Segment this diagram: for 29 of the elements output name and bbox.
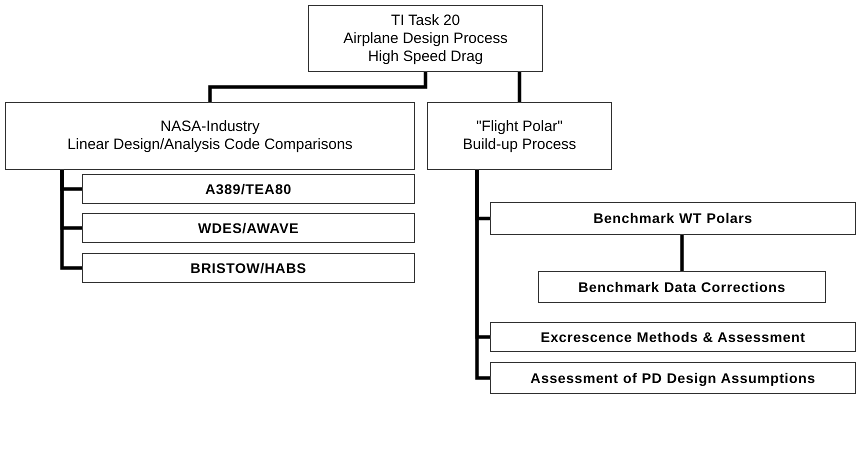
box-text: NASA-Industry bbox=[160, 118, 260, 136]
connector-line bbox=[60, 170, 82, 270]
box-text: Build-up Process bbox=[462, 136, 576, 154]
connector-line bbox=[475, 170, 490, 380]
box-text: Airplane Design Process bbox=[343, 30, 508, 48]
box-text: TI Task 20 bbox=[391, 12, 460, 30]
box-text: "Flight Polar" bbox=[476, 118, 563, 136]
process-box bbox=[82, 213, 415, 243]
process-box bbox=[490, 202, 856, 235]
box-text: WDES/AWAVE bbox=[198, 220, 300, 236]
process-box bbox=[82, 253, 415, 283]
process-box bbox=[5, 102, 415, 170]
process-box bbox=[490, 362, 856, 394]
box-text: A389/TEA80 bbox=[205, 180, 292, 198]
box-text: Excrescence Methods & Assessment bbox=[540, 328, 806, 346]
box-text: Benchmark Data Corrections bbox=[578, 278, 786, 296]
process-box bbox=[490, 322, 856, 352]
process-box bbox=[538, 271, 826, 303]
box-text: BRISTOW/HABS bbox=[190, 260, 307, 276]
box-text: High Speed Drag bbox=[368, 48, 484, 66]
process-box bbox=[308, 5, 543, 72]
connector-line bbox=[680, 235, 684, 271]
connector-line bbox=[208, 72, 428, 102]
box-text: Assessment of PD Design Assumptions bbox=[530, 370, 816, 386]
box-text: Benchmark WT Polars bbox=[593, 210, 753, 227]
process-box bbox=[427, 102, 612, 170]
connector-line bbox=[518, 72, 522, 102]
process-box bbox=[82, 174, 415, 204]
box-text: Linear Design/Analysis Code Comparisons bbox=[67, 136, 353, 154]
